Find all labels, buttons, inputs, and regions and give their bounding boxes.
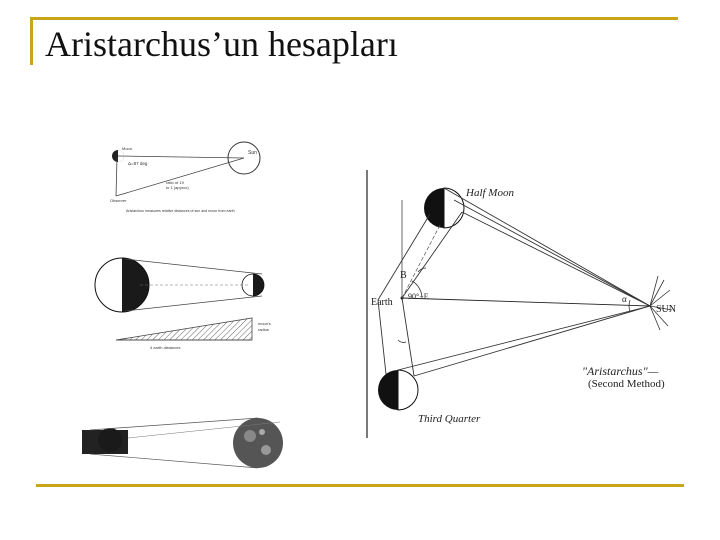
ray-3: [649, 289, 671, 307]
ray-1: [649, 279, 665, 307]
frame-bottom-rule: [36, 484, 684, 487]
earth-photo-disc: [98, 428, 122, 452]
ray-2: [649, 275, 659, 307]
hm-sun-bottom: [461, 211, 651, 307]
ray-6: [649, 305, 669, 327]
top-diagram: Sun Moon Observer Δ=87 deg ratio of 19 t…: [110, 141, 261, 213]
shadow-cone-diagram: [94, 257, 265, 313]
ratio-label-2: to 1 (approx): [166, 185, 189, 190]
third-quarter-moon: [378, 369, 419, 411]
eclipse-mid-line: [127, 421, 281, 439]
moon-crater-3: [259, 429, 265, 435]
sun-rays: [649, 275, 673, 331]
eclipse-bottom-line: [89, 453, 259, 469]
earth-sun-line: [115, 157, 245, 197]
moon-crater-2: [261, 445, 271, 455]
cone-top-line: [124, 258, 263, 275]
earth-label: Earth: [371, 297, 393, 308]
distance-label: 4 earth distances: [150, 345, 180, 350]
angle-label: Δ=87 deg: [128, 161, 148, 166]
half-moon-lit: [443, 187, 465, 229]
third-quarter-lit: [397, 369, 419, 411]
earth-angle-arc: [411, 280, 423, 299]
half-moon: [424, 187, 465, 229]
caption-line-1: "Aristarchus"—: [582, 364, 659, 378]
alpha-label: α: [622, 294, 627, 304]
moon-crater-1: [244, 430, 256, 442]
earth-sun-line: [401, 297, 651, 307]
moon-sun-line: [117, 155, 245, 159]
top-caption: Aristarchus measures relative distances …: [126, 209, 235, 213]
observer-label: Observer: [110, 198, 127, 203]
eclipse-diagram: [82, 417, 283, 469]
earth-hm-dashed: [401, 224, 441, 299]
earth-lit-half: [95, 258, 122, 312]
ray-4: [649, 305, 673, 311]
frame-left-rule: [30, 17, 33, 65]
radius-label-2: radius: [258, 327, 269, 332]
caption-line-2: (Second Method): [588, 378, 665, 390]
tq-sun-top: [397, 305, 651, 371]
earth-hm-right: [401, 211, 463, 299]
radius-label-1: moon's: [258, 321, 271, 326]
moon-photo: [233, 418, 283, 468]
tq-sun-bottom: [413, 305, 651, 377]
wedge-diagram: moon's radius 4 earth distances: [115, 317, 271, 350]
hm-sun-mid: [453, 199, 651, 307]
moon-earth-line: [115, 157, 118, 197]
moon-label: Moon: [122, 146, 132, 151]
angle-b-label: B: [400, 270, 407, 281]
earth-tq-right: [401, 297, 415, 377]
earth-tq-left: [377, 299, 387, 375]
hm-sun-top: [443, 187, 651, 307]
sun-angle-arc: [628, 299, 631, 313]
ray-5: [649, 305, 661, 331]
cone-bottom-line: [124, 295, 263, 312]
sun-label: Sun: [248, 150, 257, 156]
eclipse-top-line: [89, 417, 259, 431]
frame-top-rule: [30, 17, 678, 20]
earth-outline: [94, 257, 150, 313]
half-moon-label: Half Moon: [465, 187, 514, 199]
slide-title: Aristarchus’un hesapları: [45, 24, 398, 64]
third-quarter-label: Third Quarter: [418, 413, 481, 425]
ratio-label-1: ratio of 19: [166, 180, 185, 185]
angle-eq-label: 90°−E: [408, 292, 429, 301]
earth-hm-left: [377, 213, 431, 301]
upper-angle-arc: [417, 267, 427, 273]
sun-label: SUN: [656, 304, 676, 315]
lower-angle-arc: [397, 339, 407, 343]
